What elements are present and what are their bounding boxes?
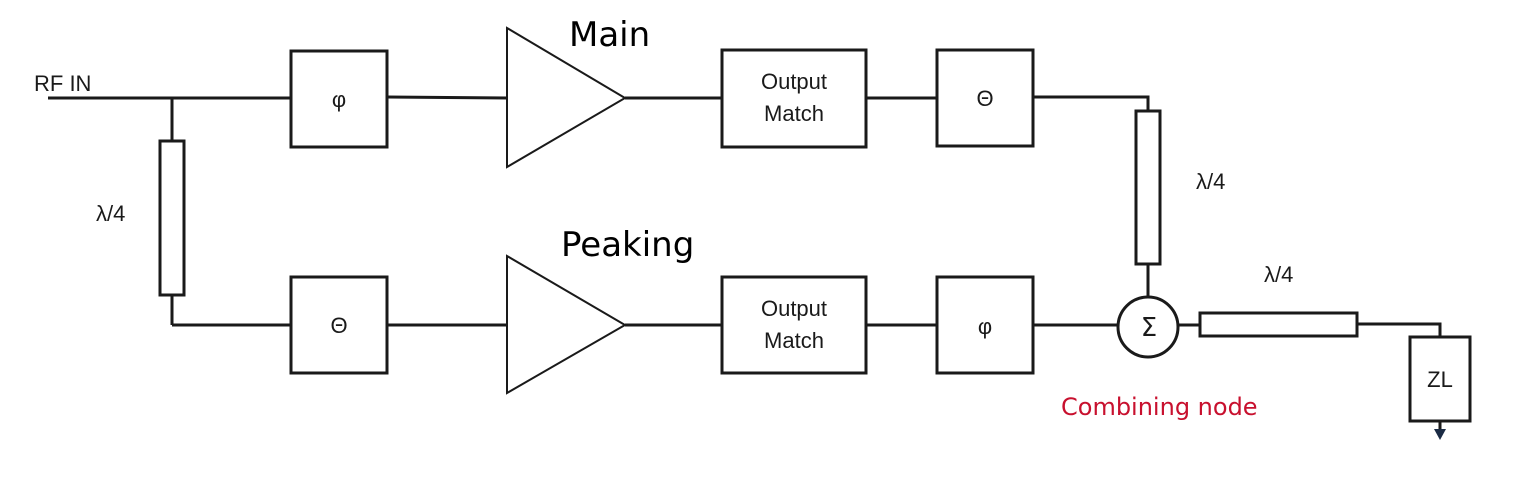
peaking-phase-block: [289, 275, 389, 375]
splitter-transmission-line: [158, 139, 186, 297]
wires: [48, 95, 1442, 430]
peaking-amplifier-label: Peaking: [561, 225, 694, 265]
main-output-match-label-line1: Output: [761, 69, 827, 94]
main-output-match-label-line2: Match: [764, 101, 824, 126]
splitter-line-label: λ/4: [96, 201, 125, 226]
combining-node-label: Combining node: [1061, 393, 1258, 421]
main-phase-label: φ: [332, 87, 346, 112]
main-post-phase-label: Θ: [976, 86, 993, 111]
peaking-amplifier-icon: [506, 254, 627, 395]
main-output-transmission-line: [1134, 109, 1162, 266]
main-post-phase-block: [935, 48, 1035, 148]
output-line-label: λ/4: [1264, 262, 1293, 287]
main-phase-to-amp-wire: [386, 95, 508, 100]
peaking-output-match-label-line2: Match: [764, 328, 824, 353]
main-amplifier-label: Main: [569, 15, 650, 55]
output-transmission-line: [1198, 311, 1359, 338]
load-label: ZL: [1427, 367, 1453, 392]
load-block: [1408, 335, 1472, 423]
input-label: RF IN: [34, 71, 91, 96]
peaking-post-phase-label: φ: [978, 314, 992, 339]
line-to-load-wire: [1357, 322, 1442, 337]
peaking-output-match-label-line1: Output: [761, 296, 827, 321]
main-phase-block: [289, 49, 389, 149]
ground-arrow-icon: [1434, 429, 1446, 440]
peaking-post-phase-block: [935, 275, 1035, 375]
main-output-match-block: [720, 48, 868, 149]
main-output-line-label: λ/4: [1196, 169, 1225, 194]
peaking-output-match-block: [720, 275, 868, 375]
main-amplifier-icon: [506, 26, 627, 169]
main-phase-to-line-wire: [1033, 95, 1150, 111]
combiner-sigma-symbol: Σ: [1141, 313, 1157, 343]
peaking-phase-label: Θ: [330, 313, 347, 338]
combiner-node-icon: [1116, 295, 1180, 359]
